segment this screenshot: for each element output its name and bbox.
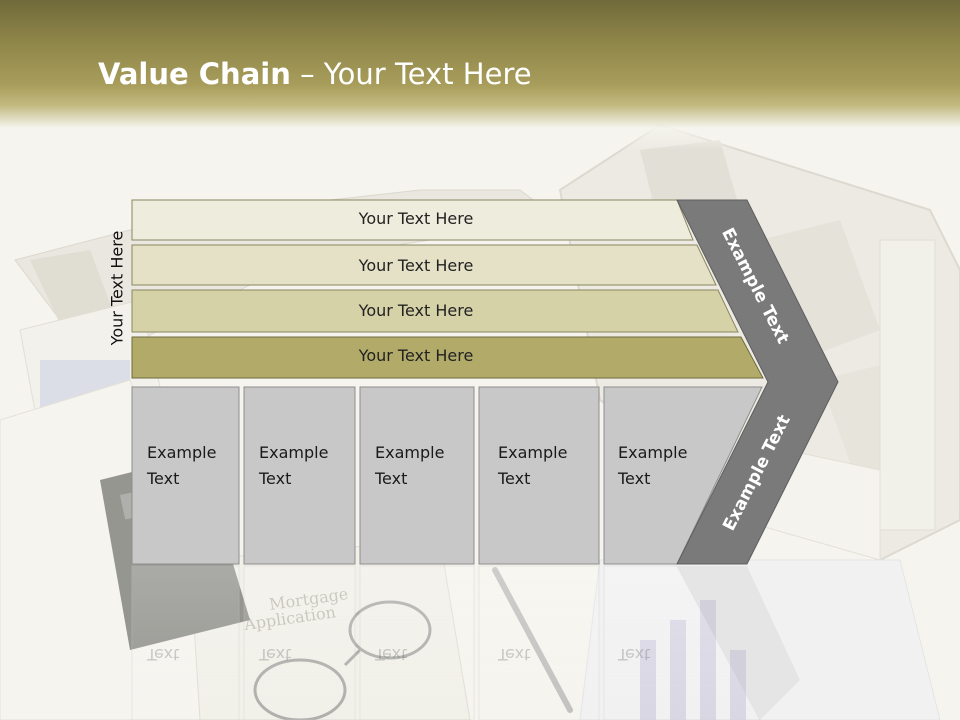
box-2-reflection-text: Text <box>259 645 292 664</box>
box-2[interactable] <box>243 386 356 565</box>
chevron-arrow[interactable] <box>676 199 839 565</box>
box-3-line2: Text <box>375 469 408 488</box>
bar-3-label: Your Text Here <box>358 301 474 320</box>
title-bold: Value Chain <box>98 57 291 91</box>
box-5-line2: Text <box>618 469 651 488</box>
box-3[interactable] <box>359 386 475 565</box>
bar-2-label: Your Text Here <box>358 256 474 275</box>
bar-1-label: Your Text Here <box>358 209 474 228</box>
box-3-line1: Example <box>375 443 445 462</box>
box-5-reflection-text: Text <box>618 645 651 664</box>
box-5-line1: Example <box>618 443 688 462</box>
box-4-line1: Example <box>498 443 568 462</box>
box-2-line1: Example <box>259 443 329 462</box>
box-1-reflection-text: Text <box>147 645 180 664</box>
box-4[interactable] <box>478 386 600 565</box>
bar-2[interactable] <box>131 244 717 286</box>
header-band <box>0 0 960 150</box>
box-1-line2: Text <box>147 469 180 488</box>
box-4-reflection-text: Text <box>498 645 531 664</box>
bar-4[interactable] <box>131 336 764 379</box>
box-1[interactable] <box>131 386 240 565</box>
title-rest: – Your Text Here <box>290 57 532 91</box>
bar-3[interactable] <box>131 289 739 333</box>
box-2-line2: Text <box>259 469 292 488</box>
box-3-reflection-text: Text <box>375 645 408 664</box>
box-4-line2: Text <box>498 469 531 488</box>
bar-1[interactable] <box>131 199 694 241</box>
slide-title: Value Chain – Your Text Here <box>98 54 532 94</box>
box-1-line1: Example <box>147 443 217 462</box>
bar-4-label: Your Text Here <box>358 346 474 365</box>
